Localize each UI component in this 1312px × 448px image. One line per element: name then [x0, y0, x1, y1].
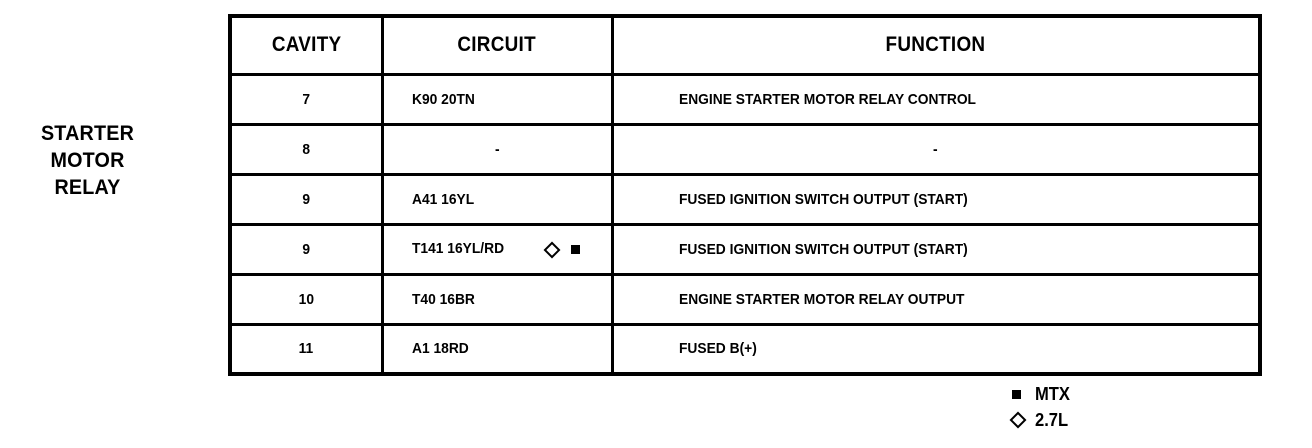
cavity-value: 9 [302, 190, 311, 208]
cavity-value: 9 [302, 240, 311, 258]
cell-cavity: 7 [228, 72, 384, 126]
table-row: 9 T141 16YL/RD FUSED IGNITION SWITCH OUT… [228, 222, 1262, 276]
column-header-circuit-label: CIRCUIT [457, 33, 537, 57]
cell-circuit: A1 18RD [380, 322, 614, 376]
table-header: CAVITY CIRCUIT FUNCTION [228, 14, 1262, 76]
component-name-line-2: MOTOR [50, 149, 125, 172]
function-value: FUSED IGNITION SWITCH OUTPUT (START) [678, 190, 968, 208]
table-row: 10 T40 16BR ENGINE STARTER MOTOR RELAY O… [228, 272, 1262, 326]
table-header-row: CAVITY CIRCUIT FUNCTION [228, 14, 1262, 76]
square-icon [1012, 389, 1028, 399]
circuit-value: A41 16YL [411, 190, 474, 208]
cell-function: FUSED IGNITION SWITCH OUTPUT (START) [610, 172, 1262, 226]
cavity-value: 11 [298, 340, 314, 358]
circuit-value: T40 16BR [411, 290, 475, 308]
cell-cavity: 9 [228, 222, 384, 276]
cell-function: ENGINE STARTER MOTOR RELAY CONTROL [610, 72, 1262, 126]
cell-function: FUSED IGNITION SWITCH OUTPUT (START) [610, 222, 1262, 276]
cell-circuit: T40 16BR [380, 272, 614, 326]
cavity-value: 10 [298, 290, 314, 308]
function-value: ENGINE STARTER MOTOR RELAY OUTPUT [678, 290, 964, 308]
function-value: ENGINE STARTER MOTOR RELAY CONTROL [678, 90, 976, 108]
circuit-condition-symbols [543, 241, 580, 259]
table-row: 11 A1 18RD FUSED B(+) [228, 322, 1262, 376]
cavity-value: 7 [302, 90, 311, 108]
cell-cavity: 10 [228, 272, 384, 326]
cell-function: - [610, 122, 1262, 176]
circuit-value: A1 18RD [411, 340, 469, 358]
cell-circuit: K90 20TN [380, 72, 614, 126]
square-icon [570, 245, 580, 255]
circuit-value: - [494, 140, 500, 158]
function-value: FUSED B(+) [678, 340, 757, 358]
function-value: FUSED IGNITION SWITCH OUTPUT (START) [678, 240, 968, 258]
column-header-function-label: FUNCTION [885, 33, 986, 57]
cell-cavity: 9 [228, 172, 384, 226]
cell-circuit: T141 16YL/RD [380, 222, 614, 276]
component-name-label: STARTER MOTOR RELAY [5, 120, 170, 201]
diamond-icon [543, 241, 561, 259]
column-header-cavity: CAVITY [228, 14, 384, 76]
table-row: 7 K90 20TN ENGINE STARTER MOTOR RELAY CO… [228, 72, 1262, 126]
component-name-line-3: RELAY [54, 176, 121, 199]
function-value: - [933, 140, 938, 158]
cell-function: FUSED B(+) [610, 322, 1262, 376]
table-row: 8 - - [228, 122, 1262, 176]
connector-pinout-table: CAVITY CIRCUIT FUNCTION 7 K90 20TN ENGIN… [228, 14, 1262, 376]
circuit-value: T141 16YL/RD [411, 240, 504, 258]
symbol-legend: MTX 2.7L [1009, 381, 1152, 433]
diamond-icon [1009, 411, 1028, 429]
cell-circuit: - [380, 122, 614, 176]
cell-circuit: A41 16YL [380, 172, 614, 226]
circuit-value: K90 20TN [411, 90, 475, 108]
legend-entry-mtx: MTX [1012, 381, 1152, 407]
cell-cavity: 8 [228, 122, 384, 176]
legend-label-mtx: MTX [1035, 383, 1070, 404]
table-body: 7 K90 20TN ENGINE STARTER MOTOR RELAY CO… [228, 72, 1262, 376]
column-header-circuit: CIRCUIT [380, 14, 614, 76]
table-row: 9 A41 16YL FUSED IGNITION SWITCH OUTPUT … [228, 172, 1262, 226]
cell-function: ENGINE STARTER MOTOR RELAY OUTPUT [610, 272, 1262, 326]
column-header-function: FUNCTION [610, 14, 1262, 76]
legend-label-27l: 2.7L [1035, 409, 1069, 430]
column-header-cavity-label: CAVITY [271, 33, 342, 57]
cavity-value: 8 [302, 140, 311, 158]
cell-cavity: 11 [228, 322, 384, 376]
component-name-line-1: STARTER [40, 122, 135, 145]
legend-entry-27l: 2.7L [1009, 407, 1152, 433]
